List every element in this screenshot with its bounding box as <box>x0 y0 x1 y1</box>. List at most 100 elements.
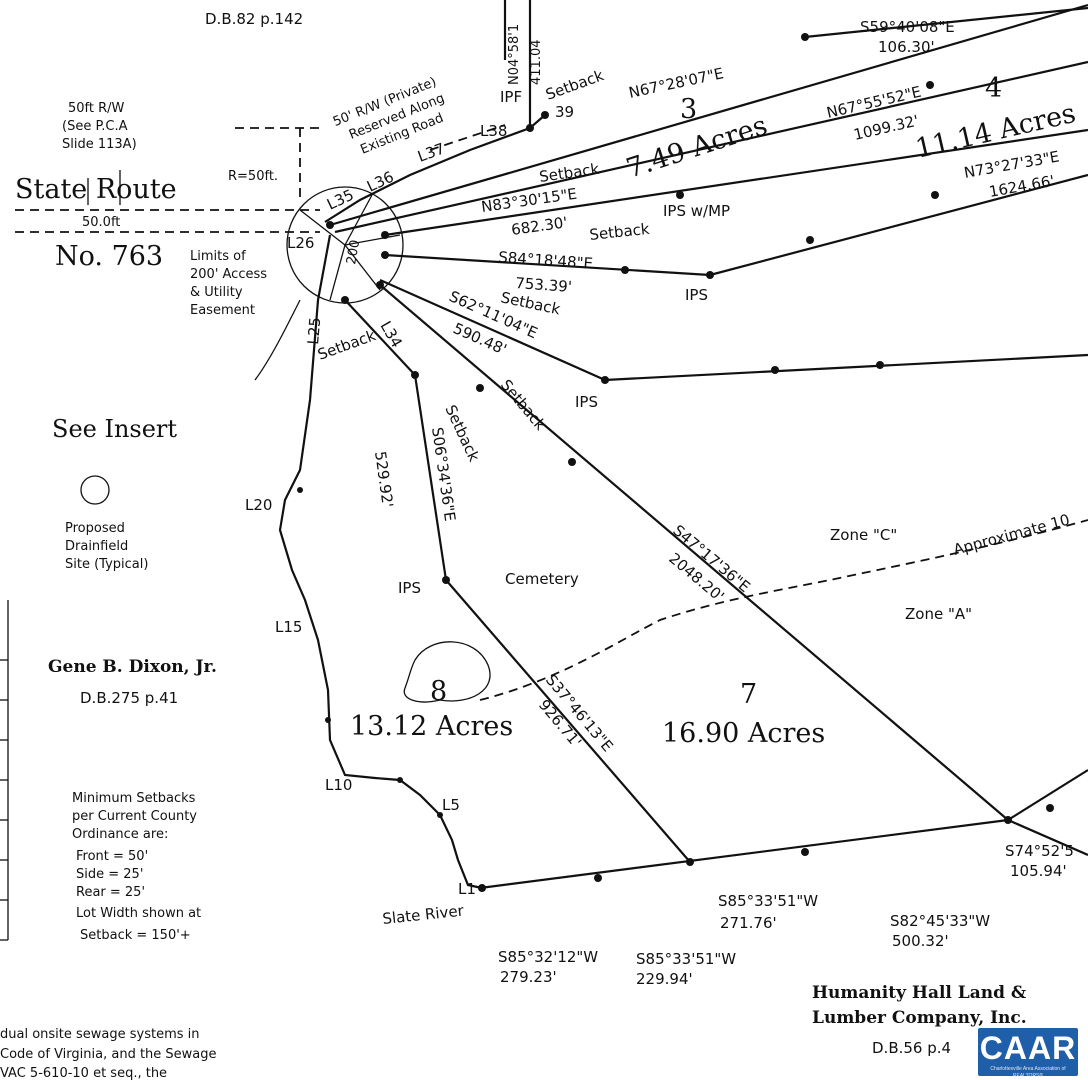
setbacks-8: Setback = 150'+ <box>80 928 191 943</box>
drainfield-3: Site (Typical) <box>65 557 148 572</box>
setbacks-6: Rear = 25' <box>76 885 145 900</box>
line-label-l1: L1 <box>458 880 476 898</box>
setbacks-2: per Current County <box>72 809 197 824</box>
line-label-l5: L5 <box>442 796 460 814</box>
line-label-l15: L15 <box>275 618 302 636</box>
state-route-lines <box>15 170 320 233</box>
setback-label-lot7: Setback <box>497 376 550 434</box>
caar-logo-text: CAAR <box>979 1030 1077 1066</box>
line-label-l25: L25 <box>304 316 324 345</box>
distance-b13: 279.23' <box>500 968 557 986</box>
easement-line-4: Easement <box>190 303 255 318</box>
dixon-owner: Gene B. Dixon, Jr. <box>48 657 217 677</box>
row-note-1: 50ft R/W <box>68 101 125 116</box>
line-label-l10: L10 <box>325 776 352 794</box>
distance-b15: 105.94' <box>1010 862 1067 880</box>
lot-7-acres: 16.90 Acres <box>662 718 825 749</box>
humanity-deed: D.B.56 p.4 <box>872 1039 951 1057</box>
lot-3-number: 3 <box>680 94 697 125</box>
drainfield-2: Drainfield <box>65 539 128 554</box>
distance-b12: 500.32' <box>892 932 949 950</box>
slate-river-label: Slate River <box>382 901 466 928</box>
deed-ref-top: D.B.82 p.142 <box>205 10 303 28</box>
setback-label-lot3: Setback <box>538 160 601 186</box>
state-route-label: State Route <box>15 174 177 205</box>
bearing-b4: N83°30'15"E <box>480 185 578 216</box>
bearing-b15: S74°52'5 <box>1005 842 1074 860</box>
insert-leader <box>254 299 301 381</box>
labels: D.B.82 p.142 State Route No. 763 R=50ft.… <box>0 10 1079 1080</box>
distance-b5: 753.39' <box>515 274 573 296</box>
edge-grid <box>0 600 9 941</box>
line-label-l26: L26 <box>287 234 314 252</box>
drainfield-symbol <box>80 475 110 505</box>
dixon-deed: D.B.275 p.41 <box>80 689 178 707</box>
bearing-b14: S85°33'51"W <box>636 950 736 968</box>
footer-3: VAC 5-610-10 et seq., the <box>0 1066 167 1080</box>
setback-label-lot3-b: Setback <box>589 220 651 244</box>
easement-radius: 200 <box>344 239 363 266</box>
ipf-label: IPF <box>500 88 522 106</box>
bearing-b16: N04°58'1 <box>507 24 522 85</box>
bearing-b8: S06°34'36"E <box>428 426 459 522</box>
setback-label-top: Setback <box>543 66 606 104</box>
footer-2: Code of Virginia, and the Sewage <box>0 1047 217 1062</box>
setbacks-1: Minimum Setbacks <box>72 791 196 806</box>
distance-b14: 229.94' <box>636 970 693 988</box>
line-label-l38: L38 <box>480 122 507 140</box>
see-insert: See Insert <box>52 415 177 443</box>
setback-39: 39 <box>555 103 574 121</box>
easement-line-3: & Utility <box>190 285 243 300</box>
distance-b7: 106.30' <box>878 38 935 56</box>
humanity-owner-1: Humanity Hall Land & <box>812 983 1027 1003</box>
distance-b4: 682.30' <box>510 213 569 239</box>
road-radius: R=50ft. <box>228 169 278 184</box>
lot-8-number: 8 <box>430 676 447 707</box>
ips-label-c: IPS <box>575 393 598 411</box>
lot-4-number: 4 <box>985 73 1002 104</box>
lot8-contour <box>403 641 491 703</box>
road-width: 50.0ft <box>82 215 120 230</box>
cemetery-label: Cemetery <box>505 570 579 588</box>
distance-b11: 271.76' <box>720 914 777 932</box>
ips-label-d: IPS <box>398 579 421 597</box>
setbacks-3: Ordinance are: <box>72 827 168 842</box>
bearing-b7: S59°40'08"E <box>860 18 955 36</box>
ips-label-a: IPS w/MP <box>663 202 730 220</box>
lot-lines <box>278 0 1088 890</box>
footer-1: dual onsite sewage systems in <box>0 1027 200 1042</box>
distance-b8: 529.92' <box>371 450 397 509</box>
zone-c-label: Zone "C" <box>830 526 897 544</box>
caar-logo: CAAR Charlottesville Area Association of… <box>978 1028 1078 1079</box>
easement-line-2: 200' Access <box>190 267 267 282</box>
line-label-l20: L20 <box>245 496 272 514</box>
caar-logo-subtext: Charlottesville Area Association of REAL… <box>990 1066 1066 1079</box>
bearing-b11: S85°33'51"W <box>718 892 818 910</box>
setbacks-7: Lot Width shown at <box>76 906 201 921</box>
lot-8-acres: 13.12 Acres <box>350 711 513 742</box>
ips-label-b: IPS <box>685 286 708 304</box>
setbacks-4: Front = 50' <box>76 849 148 864</box>
approx-label: Approximate 10 <box>951 511 1071 559</box>
setbacks-5: Side = 25' <box>76 867 143 882</box>
drainfield-1: Proposed <box>65 521 125 536</box>
distance-b2: 1099.32' <box>852 111 921 143</box>
row-note-2: (See P.C.A <box>62 119 128 134</box>
zone-a-label: Zone "A" <box>905 605 972 623</box>
flood-zone-line <box>235 124 1088 701</box>
line-label-l34: L34 <box>377 318 406 351</box>
setback-label-west: Setback <box>315 326 378 364</box>
survey-pins <box>297 33 1054 892</box>
lot-7-number: 7 <box>740 679 757 710</box>
bearing-b12: S82°45'33"W <box>890 912 990 930</box>
distance-b16: 411.04 <box>529 40 544 86</box>
humanity-owner-2: Lumber Company, Inc. <box>812 1008 1027 1028</box>
bearing-b13: S85°32'12"W <box>498 948 598 966</box>
route-number: No. 763 <box>55 241 163 272</box>
easement-line-1: Limits of <box>190 249 246 264</box>
row-note-3: Slide 113A) <box>62 137 137 152</box>
bearing-b5: S84°18'48"E <box>498 248 594 273</box>
line-label-l36: L36 <box>364 168 396 196</box>
bearing-b1: N67°28'07"E <box>627 64 725 102</box>
